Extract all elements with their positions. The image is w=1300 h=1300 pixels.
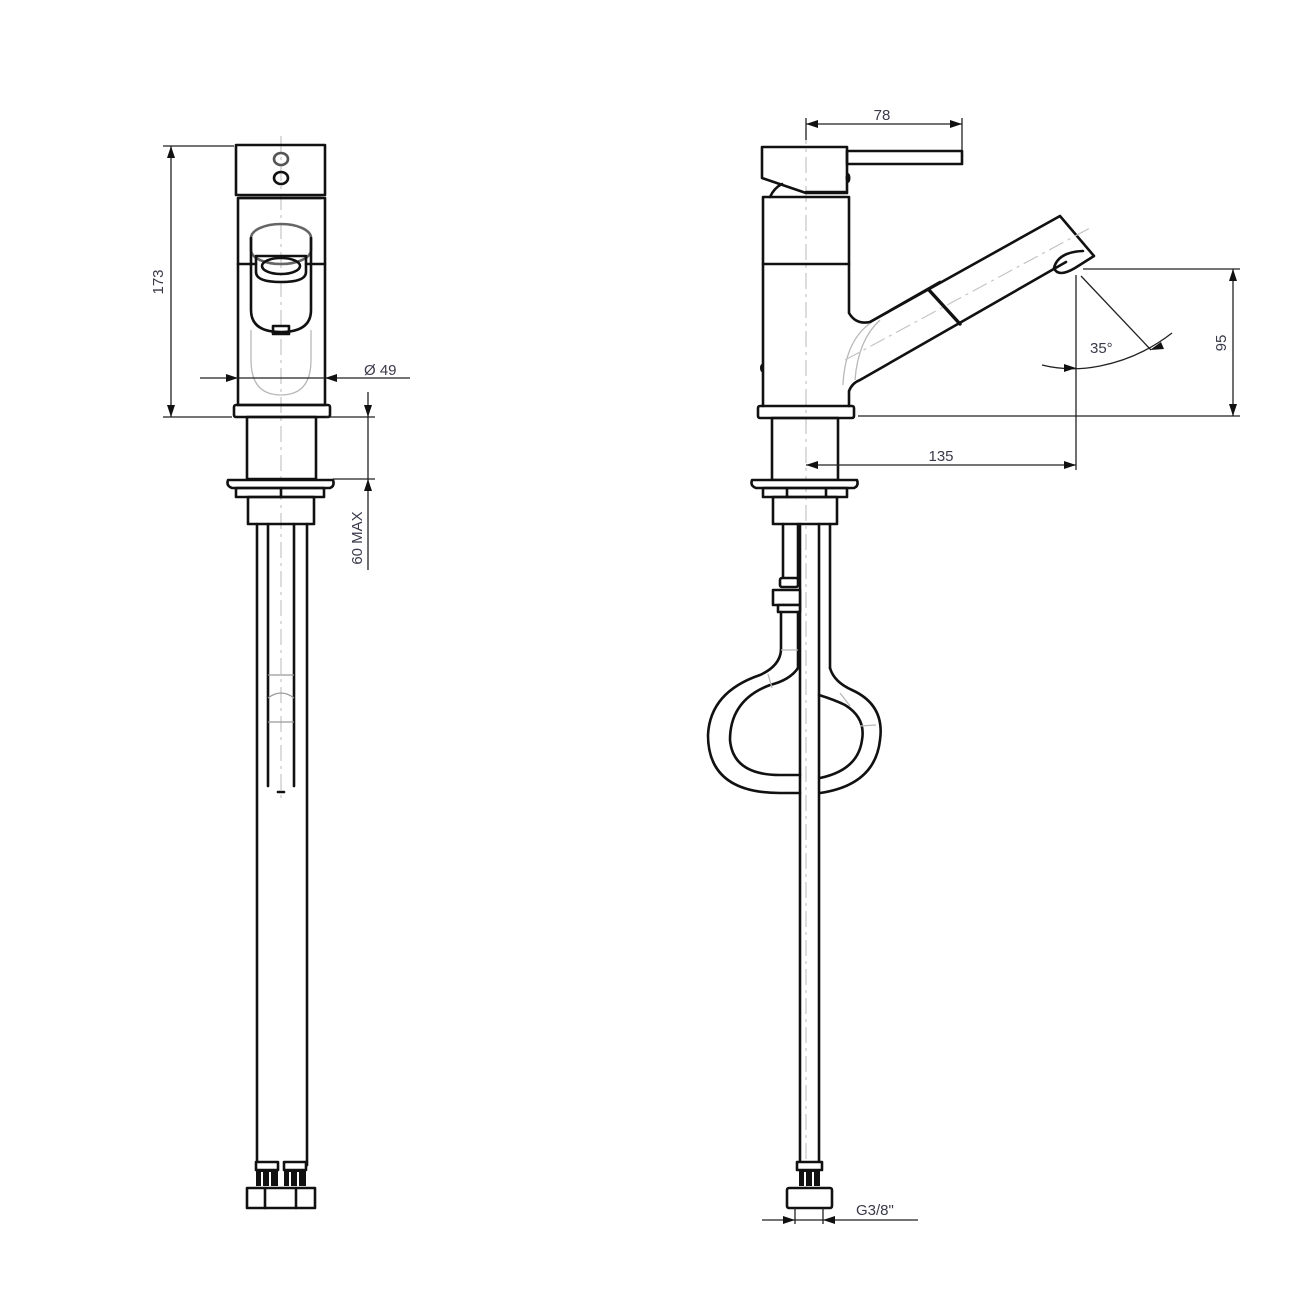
indicator-hot-icon: [272, 151, 290, 167]
aerator: [260, 256, 302, 276]
dimension-label-135: 135: [928, 448, 953, 465]
angle-leg: [1080, 275, 1152, 351]
loop-inner-right: [817, 693, 864, 780]
connector-knurl: [799, 1170, 820, 1186]
arrow-head: [806, 461, 818, 469]
spout-joint: [927, 288, 962, 326]
spout-center-line: [844, 227, 1091, 361]
hose-coupling-ring: [776, 603, 802, 614]
indicator-cold-icon: [272, 170, 290, 186]
connector-collar: [254, 1160, 280, 1172]
loop-inner-left: [728, 666, 802, 777]
spout-front: [249, 236, 313, 334]
hose-loop: [706, 522, 882, 795]
dimension-label-diameter: Ø 49: [364, 362, 397, 379]
body-lower: [761, 260, 1068, 408]
connector-collar: [282, 1160, 308, 1172]
dimension-label-78: 78: [874, 107, 891, 124]
arrow-head: [364, 479, 372, 491]
spout-tip: [271, 324, 291, 336]
arrow-head: [1229, 404, 1237, 416]
hose-section-mark: [859, 724, 877, 727]
deck-flange-side: [750, 478, 859, 490]
lever-screw: [845, 173, 851, 183]
arrow-head: [167, 146, 175, 158]
threaded-shank-side: [771, 495, 839, 526]
dimension-connection-thread: G3/8": [762, 1202, 918, 1224]
loop-outer-right: [818, 666, 882, 795]
dimension-label-60-max: 60 MAX: [349, 511, 366, 564]
dimension-body-diameter: Ø 49: [200, 362, 410, 382]
base-ring: [232, 403, 332, 419]
pull-out-spout: [844, 214, 1096, 361]
arrow-head: [783, 1216, 795, 1224]
dimension-lever-length: 78: [805, 107, 963, 150]
arrow-head: [226, 374, 238, 382]
arrow-head: [806, 120, 818, 128]
dimension-label-95: 95: [1213, 335, 1230, 352]
hidden-curve: [854, 319, 881, 381]
lock-nut-side: [761, 486, 849, 499]
dimension-total-height: 173: [150, 145, 234, 418]
connector-nut: [245, 1186, 317, 1210]
connector-collar: [795, 1160, 824, 1172]
connector-nut: [785, 1186, 834, 1210]
angle-arc: [1041, 332, 1173, 370]
lever-head-side: [760, 145, 849, 195]
lever-cartridge-curve: [768, 182, 784, 199]
dimension-label-35-deg: 35°: [1090, 340, 1113, 357]
arrow-head: [823, 1216, 835, 1224]
hose-section-mark: [839, 692, 851, 707]
arrow-head: [167, 405, 175, 417]
front-view: 173 Ø 49 60 MAX: [150, 136, 410, 1210]
body-screw: [760, 364, 764, 372]
arrow-head: [1229, 269, 1237, 281]
dimension-label-thread: G3/8": [856, 1202, 894, 1219]
hose-connectors: [245, 1160, 317, 1210]
lever-head: [234, 143, 327, 197]
arrow-head: [1150, 342, 1164, 350]
dimension-spout-reach: 135: [806, 275, 1077, 470]
dimension-label-173: 173: [150, 269, 167, 294]
arrow-head: [1064, 364, 1076, 372]
dimension-spout-angle: 35°: [1041, 275, 1173, 372]
body-upper: [761, 195, 851, 266]
threaded-shank: [246, 495, 316, 526]
hose-coupling-nut: [778, 576, 800, 589]
spout-outline: [868, 214, 1096, 324]
supply-connector: [785, 1160, 834, 1210]
spout-aerator-ring: [254, 254, 308, 284]
lever-handle: [845, 149, 964, 166]
connector-knurl: [284, 1170, 306, 1186]
arrow-head: [950, 120, 962, 128]
shank-side: [770, 416, 840, 482]
deck-flange: [226, 478, 335, 490]
connector-knurl: [256, 1170, 278, 1186]
hidden-curve: [842, 321, 873, 386]
arrow-head: [364, 405, 372, 417]
arrow-head: [325, 374, 337, 382]
loop-outer-left: [706, 648, 802, 795]
side-view: 78 95 135 35°: [706, 107, 1240, 1224]
dimension-deck-thickness: 60 MAX: [325, 392, 375, 570]
pipe-mark: [267, 692, 295, 699]
arrow-head: [1064, 461, 1076, 469]
dimension-spout-height: 95: [858, 268, 1240, 417]
hose-coupling: [771, 588, 802, 607]
hose-section-mark: [767, 673, 773, 689]
